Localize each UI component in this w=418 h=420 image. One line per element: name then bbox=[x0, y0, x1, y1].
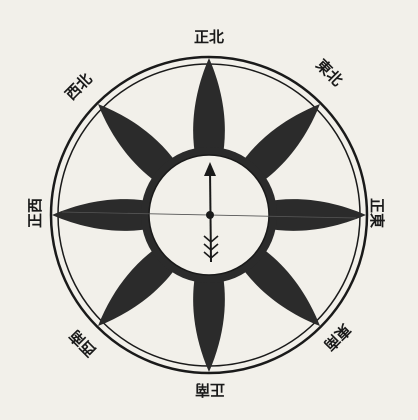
label-north: 正北 bbox=[194, 28, 224, 46]
label-east: 正東 bbox=[368, 198, 386, 228]
petal-north bbox=[193, 58, 225, 160]
label-southwest: 西南 bbox=[66, 326, 100, 360]
petal-west bbox=[52, 199, 154, 231]
label-northwest: 西北 bbox=[62, 70, 96, 104]
label-south: 正南 bbox=[195, 381, 225, 399]
label-southeast: 東南 bbox=[320, 320, 354, 354]
label-west: 正西 bbox=[26, 198, 44, 228]
petal-east bbox=[264, 199, 366, 231]
needle-pivot bbox=[206, 211, 214, 219]
label-northeast: 東北 bbox=[312, 56, 346, 90]
petal-south bbox=[193, 270, 225, 372]
